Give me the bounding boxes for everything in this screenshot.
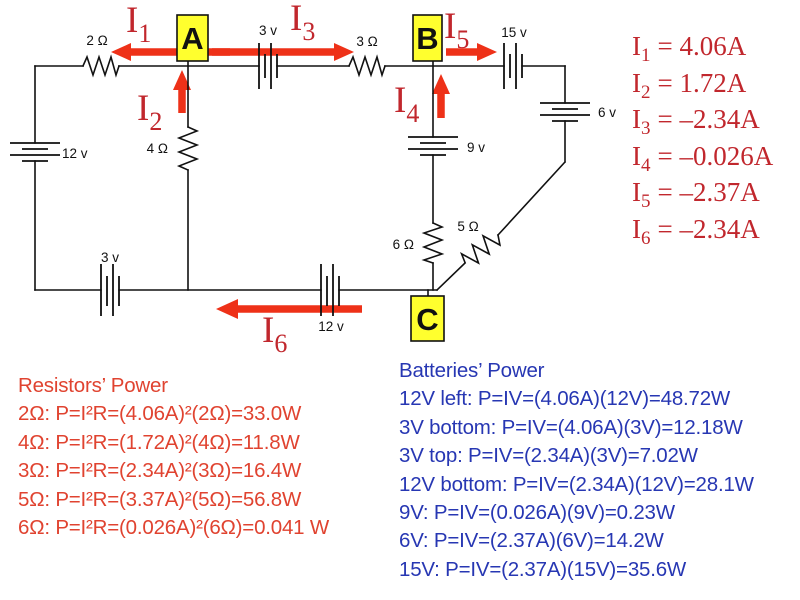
batteries-power-line: 3V bottom: P=IV=(4.06A)(3V)=12.18W <box>399 415 743 439</box>
resistors-power-line: 6Ω: P=I²R=(0.026A)²(6Ω)=0.041 W <box>18 516 330 540</box>
batteries-power-line: 6V: P=IV=(2.37A)(6V)=14.2W <box>399 529 664 553</box>
label-3v-top: 3 v <box>259 23 277 38</box>
current-label-i2: I2 <box>137 88 163 136</box>
current-label-i6: I6 <box>262 310 288 358</box>
node-c-letter: C <box>416 302 438 337</box>
current-label-i1: I1 <box>126 0 152 48</box>
batteries-power-line: 12V left: P=IV=(4.06A)(12V)=48.72W <box>399 387 731 411</box>
label-4ohm: 4 Ω <box>147 141 168 156</box>
current-label-i5: I5 <box>444 6 470 54</box>
resistors-power-line: 4Ω: P=I²R=(1.72A)²(4Ω)=11.8W <box>18 430 300 454</box>
node-a: A <box>176 14 209 62</box>
current-arrow-i3 <box>212 43 354 61</box>
current-values-list: I1= 4.06A I2= 1.72A I3= –2.34A I4= –0.02… <box>632 28 774 249</box>
batteries-power-line: 12V bottom: P=IV=(2.34A)(12V)=28.1W <box>399 472 754 496</box>
batteries-power-title: Batteries’ Power <box>399 359 545 382</box>
current-label-i3: I3 <box>290 0 316 46</box>
label-15v: 15 v <box>501 25 527 40</box>
node-b: B <box>412 14 443 62</box>
current-arrow-i2 <box>173 70 191 113</box>
batteries-power-line: 3V top: P=IV=(2.34A)(3V)=7.02W <box>399 444 698 468</box>
resistors-power-line: 3Ω: P=I²R=(2.34A)²(3Ω)=16.4W <box>18 459 302 483</box>
current-value-i3: I3= –2.34A <box>632 104 760 139</box>
resistors-power-title: Resistors’ Power <box>18 374 168 397</box>
current-value-i5: I5= –2.37A <box>632 177 760 212</box>
battery-12v-left <box>10 142 60 162</box>
node-a-letter: A <box>181 21 203 56</box>
resistors-power-line: 2Ω: P=I²R=(4.06A)²(2Ω)=33.0W <box>18 402 302 426</box>
resistor-2ohm <box>81 54 121 78</box>
wire-right-diagonal <box>435 65 567 292</box>
battery-3v-top <box>258 43 278 89</box>
battery-6v <box>540 102 590 122</box>
resistor-3ohm <box>347 54 387 78</box>
node-c: C <box>410 295 445 342</box>
current-arrow-i6 <box>216 299 362 319</box>
current-arrow-i5 <box>446 43 497 61</box>
batteries-power-block: Batteries’ Power 12V left: P=IV=(4.06A)(… <box>399 357 754 584</box>
resistor-5ohm <box>460 234 502 265</box>
label-9v: 9 v <box>467 140 485 155</box>
label-6v: 6 v <box>598 105 616 120</box>
battery-9v <box>408 136 458 156</box>
batteries-power-line: 9V: P=IV=(0.026A)(9V)=0.23W <box>399 501 675 525</box>
node-b-letter: B <box>416 21 438 56</box>
label-3ohm: 3 Ω <box>356 34 377 49</box>
label-6ohm: 6 Ω <box>393 237 414 252</box>
label-12v-left: 12 v <box>62 146 88 161</box>
battery-15v <box>503 43 523 89</box>
battery-3v-bottom <box>100 264 120 316</box>
label-12v-bottom: 12 v <box>318 319 344 334</box>
label-5ohm: 5 Ω <box>457 219 478 234</box>
current-value-i2: I2= 1.72A <box>632 67 747 103</box>
resistors-power-block: Resistors’ Power 2Ω: P=I²R=(4.06A)²(2Ω)=… <box>18 372 329 542</box>
batteries-power-line: 15V: P=IV=(2.37A)(15V)=35.6W <box>399 557 687 581</box>
current-value-i6: I6= –2.34A <box>632 213 760 249</box>
battery-12v-bottom <box>320 264 340 316</box>
resistor-6ohm <box>421 221 445 265</box>
current-label-i4: I4 <box>394 80 420 128</box>
label-2ohm: 2 Ω <box>86 33 107 48</box>
resistor-4ohm <box>176 125 200 172</box>
current-value-i1: I1= 4.06A <box>632 31 747 66</box>
current-arrow-i4 <box>432 74 450 118</box>
current-value-i4: I4= –0.026A <box>632 140 774 176</box>
label-3v-bottom: 3 v <box>101 250 119 265</box>
resistors-power-line: 5Ω: P=I²R=(3.37A)²(5Ω)=56.8W <box>18 487 302 511</box>
